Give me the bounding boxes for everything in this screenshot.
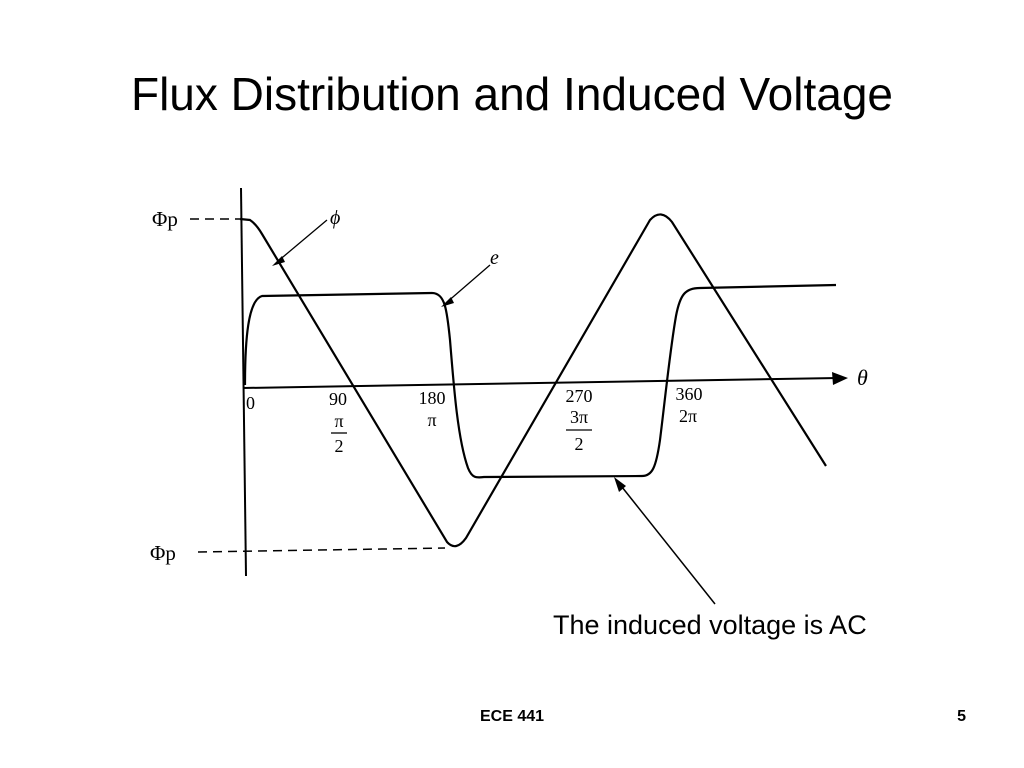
flux-leader-arrowhead: [272, 256, 285, 266]
flux-waveform: [239, 213, 827, 548]
flux-curve-label: ϕ: [330, 207, 340, 229]
tick-180-radians: π: [427, 410, 436, 430]
vertical-axis: [240, 187, 247, 577]
tick-90-degrees: 90: [329, 389, 347, 409]
slide-title: Flux Distribution and Induced Voltage: [130, 68, 894, 120]
voltage-leader-arrowhead: [441, 297, 454, 307]
tick-360-radians: 2π: [679, 406, 697, 426]
caption-arrowhead: [614, 477, 626, 492]
voltage-leader-line: [445, 264, 491, 304]
tick-0-degrees: 0: [246, 393, 255, 413]
caption-arrow-line: [617, 481, 716, 605]
voltage-waveform: [243, 283, 837, 479]
negative-peak-flux-label: Φp: [150, 541, 176, 565]
peak-flux-label: Φp: [152, 207, 178, 231]
induced-voltage-caption: The induced voltage is AC: [553, 610, 867, 640]
tick-270-rad-denominator: 2: [575, 434, 584, 454]
tick-270-degrees: 270: [566, 386, 593, 406]
theta-axis-arrowhead: [832, 372, 848, 385]
negative-peak-flux-dashed-line: [197, 547, 446, 553]
tick-360-degrees: 360: [676, 384, 703, 404]
tick-270-rad-numerator: 3π: [570, 407, 588, 427]
voltage-curve-label: e: [490, 247, 499, 269]
tick-180-degrees: 180: [419, 388, 446, 408]
flux-leader-line: [276, 219, 328, 263]
course-footer: ECE 441: [479, 708, 545, 725]
theta-axis: [242, 377, 839, 389]
theta-label: θ: [857, 365, 868, 390]
tick-90-rad-denominator: 2: [335, 436, 344, 456]
slide-page-number: 5: [957, 708, 966, 725]
tick-90-rad-numerator: π: [334, 411, 343, 431]
